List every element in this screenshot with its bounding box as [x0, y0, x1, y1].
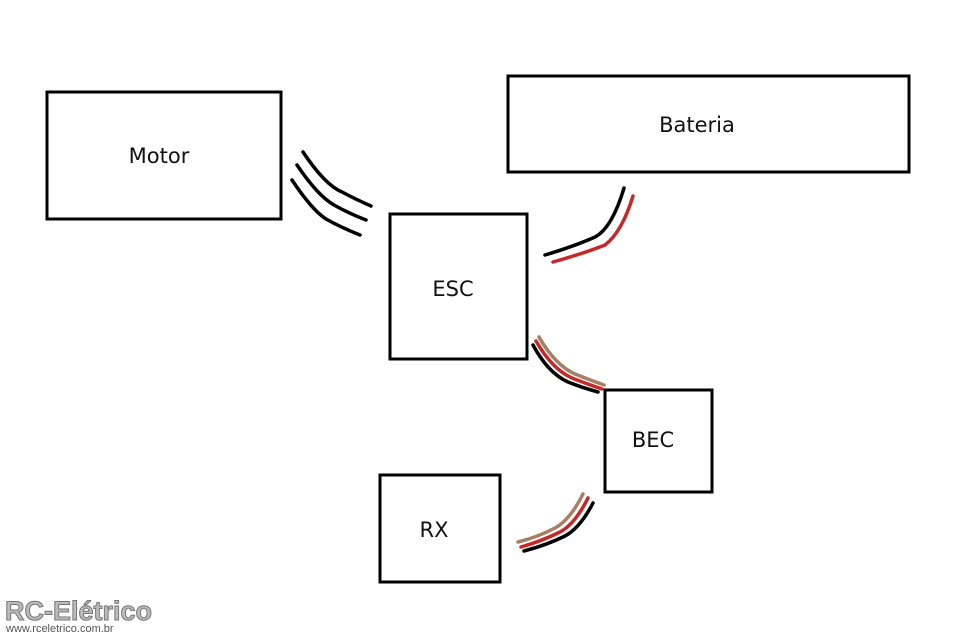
- watermark-logo-text: RC-Elétrico: [5, 596, 152, 626]
- wire: [522, 501, 595, 553]
- node-label: RX: [420, 518, 449, 542]
- wire: [531, 343, 600, 394]
- wire: [295, 163, 368, 222]
- wire: [537, 335, 606, 387]
- wires-bateria-esc: [543, 186, 635, 264]
- wire: [301, 150, 373, 208]
- node-label: Bateria: [659, 113, 735, 137]
- wire: [519, 496, 590, 549]
- node-label: ESC: [432, 277, 473, 301]
- wire: [543, 186, 626, 257]
- node-bateria: Bateria: [506, 74, 911, 174]
- wire: [534, 339, 604, 391]
- wire: [551, 194, 635, 264]
- node-label: Motor: [129, 144, 190, 168]
- wires-esc-bec: [531, 335, 606, 394]
- wires-bec-rx: [516, 492, 595, 553]
- watermark-logo: RC-Elétrico www.rceletrico.com.br: [5, 596, 153, 636]
- wires-motor-esc: [290, 150, 373, 237]
- wire: [290, 178, 362, 237]
- wire: [516, 492, 585, 544]
- watermark-url: www.rceletrico.com.br: [5, 623, 114, 635]
- node-bec: BEC: [603, 388, 714, 494]
- node-label: BEC: [632, 428, 674, 452]
- node-esc: ESC: [388, 212, 529, 361]
- node-rx: RX: [378, 473, 502, 584]
- node-motor: Motor: [45, 90, 283, 221]
